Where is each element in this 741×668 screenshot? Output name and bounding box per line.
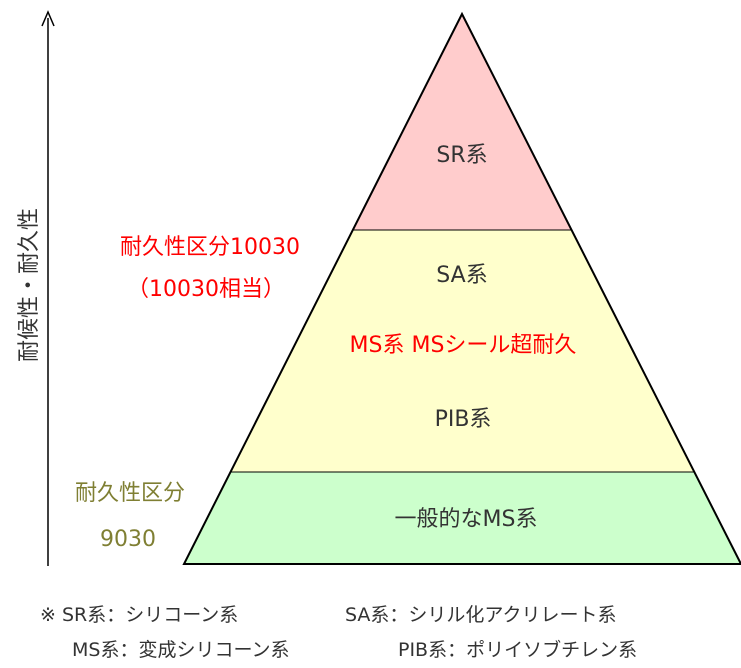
tier-label-sa: SA系 — [436, 263, 487, 288]
side-label-lower-line2: 9030 — [100, 527, 156, 552]
footnote-pib: PIB系：ポリイソブチレン系 — [398, 638, 637, 661]
side-label-upper-line2: （10030相当） — [127, 277, 285, 302]
tier-label-ms-super: MS系 MSシール超耐久 — [350, 333, 577, 358]
tier-sr — [353, 14, 571, 230]
side-label-lower-line1: 耐久性区分 — [75, 481, 185, 506]
pyramid-outline — [182, 11, 741, 565]
side-label-upper-line1: 耐久性区分10030 — [120, 235, 300, 260]
footnote-sr: ※ SR系：シリコーン系 — [40, 604, 238, 626]
footnote-sa: SA系：シリル化アクリレート系 — [345, 604, 616, 626]
axis-label: 耐候性・耐久性 — [17, 208, 42, 362]
tier-label-general-ms: 一般的なMS系 — [395, 507, 538, 532]
tier-general-ms — [184, 472, 741, 564]
tier-label-pib: PIB系 — [435, 407, 492, 432]
axis-arrowhead-icon — [41, 10, 55, 27]
tier-label-sr: SR系 — [436, 143, 487, 168]
footnote-ms: MS系：変成シリコーン系 — [72, 639, 290, 661]
tier-sa-ms-pib — [231, 230, 695, 472]
